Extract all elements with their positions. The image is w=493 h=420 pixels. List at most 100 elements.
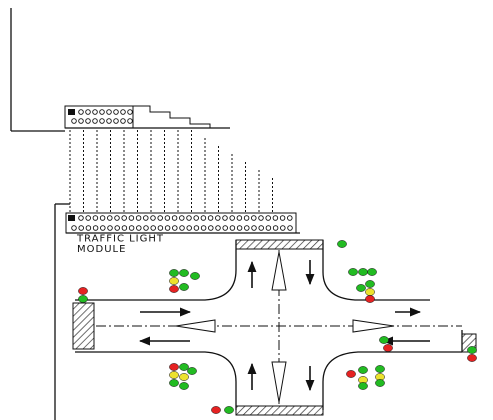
connector-pin	[258, 215, 264, 221]
connector-pin	[251, 215, 257, 221]
connector-pin-row	[71, 118, 133, 124]
connector-pin	[107, 215, 113, 221]
connector-pin	[186, 215, 192, 221]
traffic-light-green	[467, 346, 477, 354]
connector-pin	[208, 225, 214, 231]
connector-pin	[85, 215, 91, 221]
traffic-light-green	[179, 283, 189, 291]
traffic-light-green	[365, 280, 375, 288]
connector-pin	[265, 225, 272, 231]
traffic-light-green	[190, 272, 200, 280]
traffic-light-yellow	[365, 288, 375, 296]
connector-pin	[78, 215, 84, 221]
traffic-light-green	[179, 269, 189, 277]
module-box	[54, 203, 300, 420]
connector-pin	[127, 118, 133, 124]
module-label-line2: MODULE	[77, 244, 127, 255]
connector-pin	[280, 225, 286, 231]
connector-pin	[143, 215, 149, 221]
traffic-light-red	[169, 285, 179, 293]
traffic-light-red	[78, 287, 88, 295]
connector-pin	[71, 118, 77, 124]
connector-pin	[121, 215, 127, 221]
traffic-light-green	[367, 268, 377, 276]
dotted-bus-lines	[69, 130, 273, 213]
traffic-light-yellow	[169, 277, 179, 285]
traffic-light-green	[224, 406, 234, 414]
connector-pin	[106, 109, 112, 115]
module-label: TRAFFIC LIGHT MODULE	[77, 234, 164, 255]
connector-pin	[179, 215, 185, 221]
hatched-barrier-left	[72, 302, 95, 350]
connector-pin	[128, 225, 135, 231]
connector-pin	[265, 215, 271, 221]
connector-pin	[113, 118, 119, 124]
traffic-light-green	[187, 367, 197, 375]
connector-pin	[229, 215, 235, 221]
connector-pin	[200, 215, 207, 221]
connector-pin	[279, 215, 286, 221]
connector-pin	[136, 225, 142, 231]
connector-pin	[92, 225, 99, 231]
traffic-light-red	[346, 370, 356, 378]
connector-pin	[272, 225, 279, 231]
connector-pin	[92, 215, 99, 221]
connector-pin	[71, 225, 77, 231]
connector-pin	[92, 109, 98, 115]
connector-pin	[236, 215, 243, 221]
connector-pin	[179, 225, 185, 231]
connector-pin	[287, 215, 293, 221]
traffic-light-yellow	[169, 371, 179, 379]
traffic-light-red	[211, 406, 221, 414]
connector-pin	[78, 118, 84, 124]
traffic-light-green	[375, 365, 385, 373]
connector-pin	[92, 118, 98, 124]
connector-pin	[157, 215, 163, 221]
connector-pin	[186, 225, 192, 231]
connector-pin	[114, 225, 120, 231]
connector-pin	[193, 225, 200, 231]
connector-pin	[135, 215, 142, 221]
connector-pin	[258, 225, 264, 231]
connector-pin	[114, 215, 120, 221]
traffic-light-clusters	[78, 240, 477, 414]
connector-pin	[78, 109, 84, 115]
connector-pin	[85, 109, 91, 115]
traffic-light-green	[179, 363, 189, 371]
lane-triangles	[175, 251, 395, 403]
connector-pin	[106, 118, 112, 124]
direction-arrows	[138, 260, 430, 392]
connector-pin-row	[71, 225, 293, 231]
traffic-light-green	[358, 382, 368, 390]
connector-pin	[113, 109, 119, 115]
traffic-light-green	[337, 240, 347, 248]
traffic-light-green	[356, 284, 366, 292]
connector-pin	[150, 225, 156, 231]
connector-pin	[215, 215, 221, 221]
connector-pin	[287, 225, 293, 231]
connector-pin	[193, 215, 199, 221]
hatched-barrier-top	[235, 239, 324, 250]
connector-pin	[272, 215, 279, 221]
connector-pin	[85, 225, 92, 231]
connector-pin	[164, 225, 171, 231]
connector-pin	[107, 225, 113, 231]
connector-pin	[171, 215, 178, 221]
connector-pin	[128, 215, 135, 221]
connector-pin	[215, 225, 221, 231]
road-edges	[75, 240, 463, 410]
connector-pin	[99, 118, 105, 124]
hatched-barrier-bottom	[235, 405, 324, 416]
connector-pin	[120, 109, 126, 115]
lead-wire	[10, 8, 65, 132]
connector-pin	[222, 215, 228, 221]
connector-pin	[172, 225, 178, 231]
traffic-light-red	[169, 363, 179, 371]
connector-pin	[164, 215, 171, 221]
small-connector	[64, 105, 230, 129]
connector-pin	[157, 225, 164, 231]
connector-pin	[121, 225, 128, 231]
traffic-light-green	[169, 269, 179, 277]
